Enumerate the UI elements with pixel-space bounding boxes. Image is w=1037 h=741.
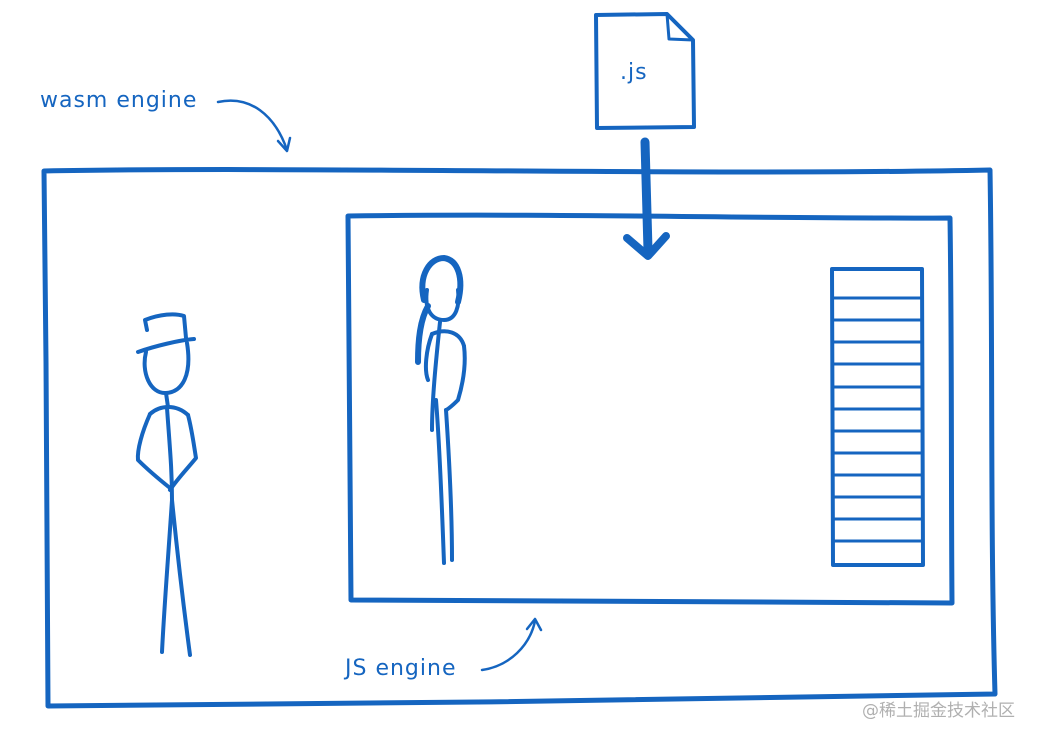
js-engine-label: JS engine [345, 656, 457, 681]
arrow-down-icon [623, 137, 670, 260]
js-label-pointer-head [525, 617, 543, 632]
wasm-label-pointer-head [276, 136, 292, 153]
watermark: @稀土掘金技术社区 [862, 701, 1015, 721]
wasm-engine-box [41, 167, 998, 709]
document-file-icon [594, 12, 696, 130]
wasm-engine-label: wasm engine [40, 88, 198, 113]
wasm-label-pointer [216, 99, 289, 152]
js-label-pointer [480, 619, 537, 672]
memory-stack-icon [830, 267, 925, 567]
stick-figure-with-hair [415, 255, 467, 565]
stick-figure-with-hat [135, 312, 198, 657]
js-engine-box [345, 212, 955, 606]
js-file-label: .js [620, 60, 648, 85]
